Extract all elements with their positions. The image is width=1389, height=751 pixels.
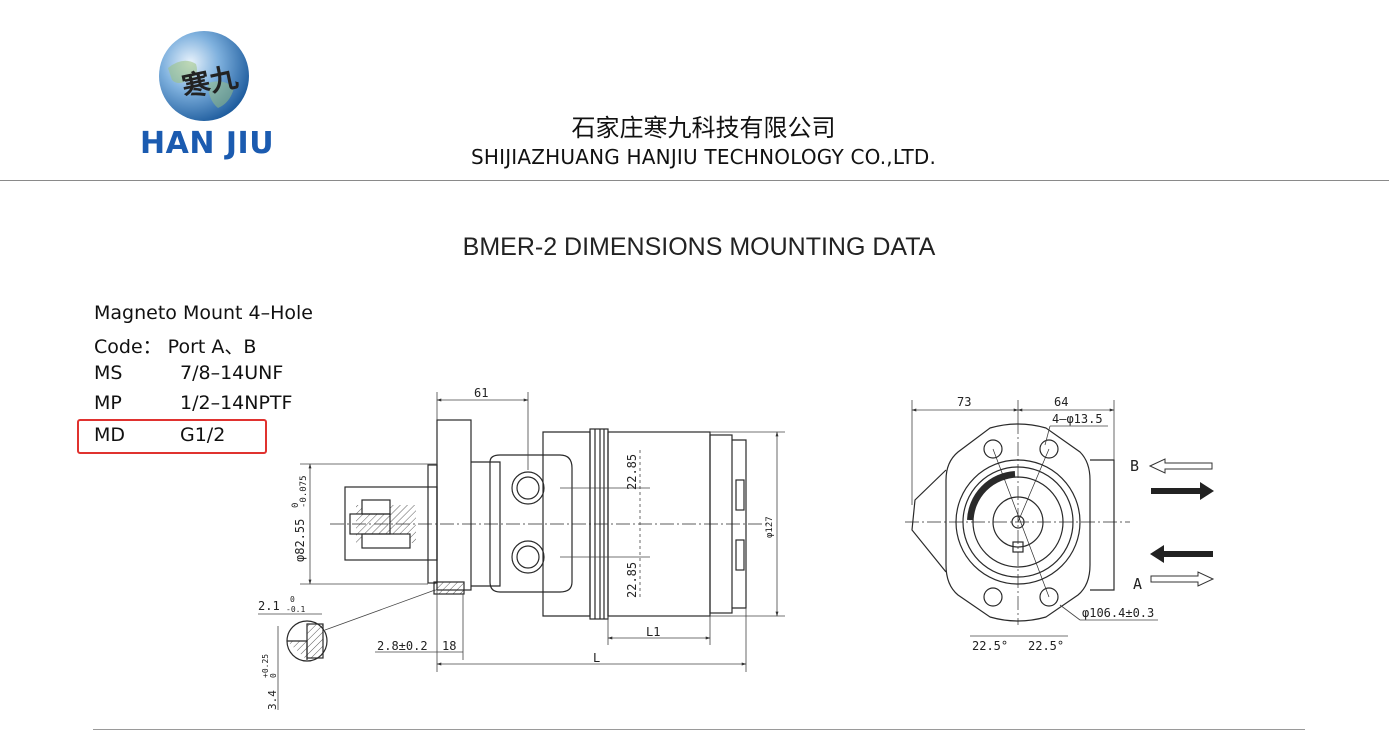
front-view — [905, 420, 1130, 625]
dim-64: 64 — [1054, 395, 1068, 409]
spec-code: MS — [94, 362, 123, 384]
dim-key-tol-top: 0 — [290, 595, 295, 604]
angle-right: 22.5° — [1028, 639, 1064, 653]
dim-L: L — [593, 651, 600, 665]
highlight-box — [77, 419, 267, 454]
dim-3-4-tol-bot: 0 — [269, 673, 278, 678]
angle-left: 22.5° — [972, 639, 1008, 653]
port-a-label: A — [1133, 575, 1142, 593]
company-name-cn: 石家庄寒九科技有限公司 — [571, 114, 836, 142]
company-logo: 寒九 — [159, 31, 249, 121]
dim-body-dia: φ127 — [765, 516, 775, 538]
footer-divider — [93, 729, 1305, 730]
spec-code: MP — [94, 392, 122, 414]
dim-shaft-tol-bot: -0.075 — [299, 475, 309, 508]
dim-shaft-tol-top: 0 — [291, 503, 301, 508]
dim-holes: 4–φ13.5 — [1052, 412, 1103, 426]
spec-value: 1/2–14NPTF — [180, 392, 293, 414]
spec-row-md: MD G1/2 — [94, 424, 225, 446]
dim-2-8: 2.8±0.2 — [377, 639, 428, 653]
spec-line-code: Code： Port A、B — [94, 336, 257, 358]
port-arrows — [1148, 458, 1215, 587]
dim-key: 2.1 — [258, 599, 280, 613]
dim-L1: L1 — [646, 625, 660, 639]
dim-shaft-dia: φ82.55 — [293, 519, 307, 562]
spec-value: 7/8–14UNF — [180, 362, 284, 384]
side-view — [330, 419, 770, 620]
logo-text: HAN JIU — [140, 126, 275, 161]
dim-bolt-circle: φ106.4±0.3 — [1082, 606, 1154, 620]
dim-3-4: 3.4 — [266, 690, 279, 710]
dim-port-upper: 22.85 — [625, 454, 639, 490]
spec-row-mp: MP 1/2–14NPTF — [94, 392, 292, 414]
spec-code: MD — [94, 424, 126, 446]
dim-3-4-tol-top: +0.25 — [261, 654, 270, 678]
dim-port-lower: 22.85 — [625, 562, 639, 598]
key-detail — [286, 620, 328, 662]
header-divider — [0, 180, 1389, 181]
spec-row-ms: MS 7/8–14UNF — [94, 362, 283, 384]
dim-18: 18 — [442, 639, 456, 653]
port-b-label: B — [1130, 457, 1139, 475]
spec-value: G1/2 — [180, 424, 226, 446]
front-view-dimensions — [911, 400, 1158, 637]
company-name-en: SHIJIAZHUANG HANJIU TECHNOLOGY CO.,LTD. — [470, 145, 937, 169]
side-view-dimensions — [258, 392, 785, 710]
dim-61: 61 — [474, 386, 488, 400]
dim-73: 73 — [957, 395, 971, 409]
page-title: BMER-2 DIMENSIONS MOUNTING DATA — [462, 233, 936, 261]
dim-key-tol-bot: -0.1 — [286, 605, 305, 614]
spec-line-mount: Magneto Mount 4–Hole — [94, 302, 314, 324]
